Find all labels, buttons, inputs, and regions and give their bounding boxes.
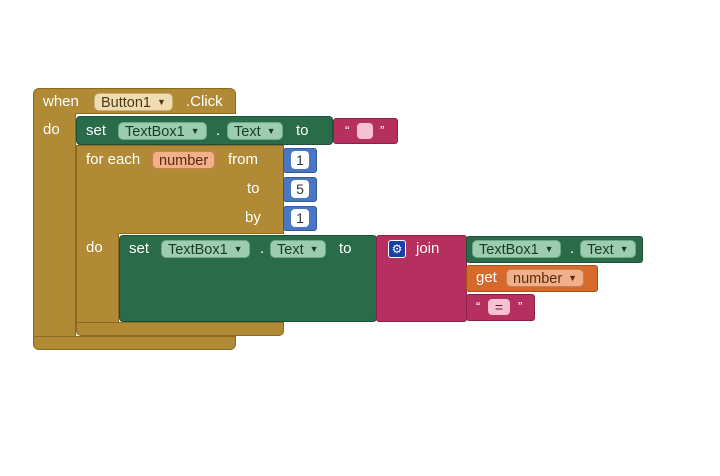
when-label: when (43, 93, 79, 110)
loop-do-label: do (86, 239, 103, 256)
loop-to-label: to (247, 180, 260, 197)
dot-separator-2: . (260, 240, 265, 257)
event-block-left-arm (33, 113, 76, 339)
dot-separator-3: . (570, 240, 575, 257)
event-block-bottom (33, 336, 236, 350)
click-event-label: .Click (186, 93, 223, 110)
dropdown-arrow-icon: ▼ (157, 97, 166, 107)
textbox1-label: TextBox1 (125, 124, 185, 140)
gear-icon[interactable]: ⚙ (388, 240, 406, 258)
from-number-value[interactable]: 1 (291, 151, 309, 169)
set-label-2: set (129, 240, 150, 257)
loop-variable-name[interactable]: number (152, 151, 216, 169)
dropdown-arrow-icon: ▼ (568, 273, 578, 283)
button1-component-dropdown[interactable]: Button1 ▼ (94, 93, 173, 111)
text-property-label-2: Text (277, 242, 304, 258)
by-number-value[interactable]: 1 (291, 209, 309, 227)
for-each-left-arm (76, 233, 119, 324)
dropdown-arrow-icon: ▼ (266, 126, 276, 136)
dropdown-arrow-icon: ▼ (544, 244, 554, 254)
from-label: from (228, 151, 258, 168)
text-property-dropdown-2[interactable]: Text ▼ (270, 240, 326, 258)
textbox1-label-2: TextBox1 (168, 242, 228, 258)
for-each-bottom (76, 322, 284, 336)
close-quote-2: ” (518, 299, 523, 314)
dropdown-arrow-icon: ▼ (309, 244, 319, 254)
text-property-dropdown[interactable]: Text ▼ (227, 122, 283, 140)
textbox1-getter-dropdown[interactable]: TextBox1 ▼ (472, 240, 561, 258)
empty-text-field[interactable] (357, 123, 373, 139)
open-quote-2: “ (476, 299, 481, 314)
text-property-label: Text (234, 124, 261, 140)
open-quote: “ (345, 123, 350, 138)
to-number-value[interactable]: 5 (291, 180, 309, 198)
textbox1-component-dropdown[interactable]: TextBox1 ▼ (118, 122, 207, 140)
button1-label: Button1 (101, 95, 151, 111)
dropdown-arrow-icon: ▼ (190, 126, 200, 136)
set-label: set (86, 122, 107, 139)
for-each-label: for each (86, 151, 141, 168)
close-quote: ” (380, 123, 385, 138)
get-variable-dropdown[interactable]: number ▼ (506, 269, 585, 287)
event-do-label: do (43, 121, 60, 138)
dropdown-arrow-icon: ▼ (233, 244, 243, 254)
equals-text-field[interactable]: = (488, 299, 510, 315)
to-label: to (296, 122, 309, 139)
by-label: by (245, 209, 261, 226)
textbox1-getter-label: TextBox1 (479, 242, 539, 258)
get-label: get (476, 269, 497, 286)
to-label-2: to (339, 240, 352, 257)
join-label: join (416, 240, 440, 257)
get-variable-label: number (513, 271, 563, 287)
dot-separator: . (216, 122, 221, 139)
text-getter-property-dropdown[interactable]: Text ▼ (580, 240, 636, 258)
text-getter-property-label: Text (587, 242, 614, 258)
dropdown-arrow-icon: ▼ (619, 244, 629, 254)
textbox1-component-dropdown-2[interactable]: TextBox1 ▼ (161, 240, 250, 258)
loop-variable-label: number (159, 153, 209, 169)
